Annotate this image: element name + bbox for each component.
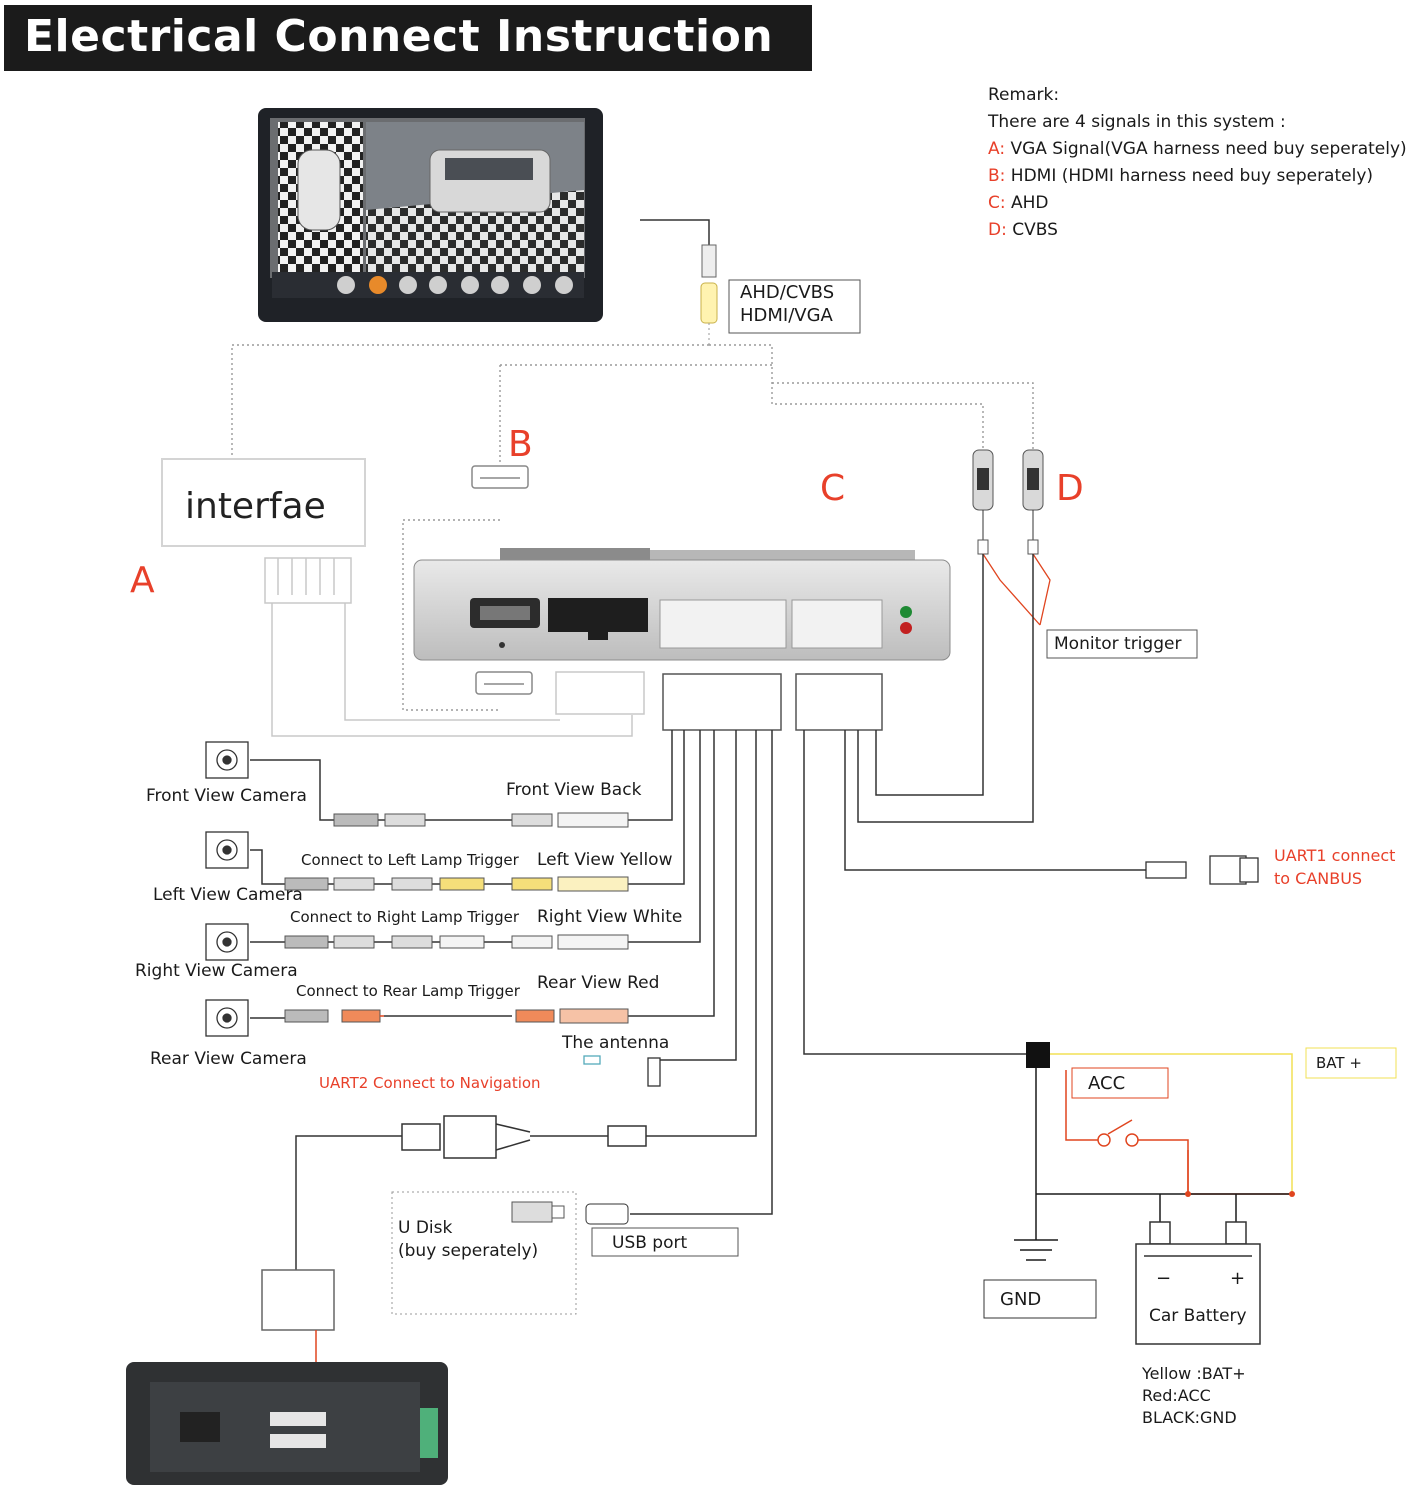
right-camera-label: Right View Camera <box>135 961 298 981</box>
rear-camera-label: Rear View Camera <box>150 1049 307 1069</box>
interface-box: interfae <box>161 458 366 547</box>
left-camera-label: Left View Camera <box>153 885 303 905</box>
ground-junction <box>1026 1042 1050 1068</box>
remark-intro: There are 4 signals in this system : <box>988 112 1286 132</box>
title-bar: Electrical Connect Instruction <box>4 5 812 71</box>
rca-plugs <box>972 449 1044 555</box>
monitor-image <box>258 108 603 322</box>
u-disk-label-line2: (buy seperately) <box>398 1241 539 1261</box>
gnd-box <box>983 1279 1097 1319</box>
remark-signal-c: C: AHD <box>988 193 1049 213</box>
plug-connectors <box>284 812 629 1024</box>
monitor-trigger-box <box>1046 629 1198 659</box>
signal-letter-b: B <box>508 424 533 465</box>
uart1-label-line2: to CANBUS <box>1274 869 1363 888</box>
uart2-harness <box>261 1115 647 1420</box>
control-box <box>413 548 951 661</box>
bat-plus-box <box>1305 1047 1397 1079</box>
uart1-label-line1: UART1 connect <box>1274 846 1396 865</box>
bat-junction <box>1289 1191 1295 1197</box>
vga-interface-connector <box>264 557 645 737</box>
usb-port-label: USB port <box>612 1233 688 1253</box>
gnd-label: GND <box>1000 1289 1042 1310</box>
acc-junction <box>1185 1191 1191 1197</box>
right-lead-label: Right View White <box>537 907 683 927</box>
car-battery-label: Car Battery <box>1149 1306 1247 1326</box>
cvbs-wires <box>803 554 1146 1055</box>
battery-plus-label: + <box>1230 1268 1246 1289</box>
wire-legend-black: BLACK:GND <box>1142 1408 1237 1427</box>
rear-lead-label: Rear View Red <box>537 973 660 993</box>
antenna <box>583 1055 661 1087</box>
car-battery-icon <box>1135 1221 1261 1345</box>
signal-routes <box>231 344 1034 711</box>
rear-lamp-trigger-label: Connect to Rear Lamp Trigger <box>296 982 520 1000</box>
wire-legend-red: Red:ACC <box>1142 1386 1211 1405</box>
left-lead-label: Left View Yellow <box>537 850 673 870</box>
monitor-trigger-wires <box>982 553 1051 626</box>
acc-label: ACC <box>1088 1073 1126 1094</box>
camera-icons <box>205 741 249 1037</box>
battery-minus-label: − <box>1156 1268 1172 1289</box>
bat-plus-label: BAT + <box>1316 1054 1362 1072</box>
power-wires <box>1014 1053 1293 1261</box>
signal-letter-a: A <box>130 560 155 601</box>
acc-switch-icon <box>1097 1119 1139 1147</box>
monitor-trigger-label: Monitor trigger <box>1054 634 1182 654</box>
acc-box <box>1071 1067 1169 1099</box>
camera-wires <box>250 730 773 1215</box>
wire-legend-yellow: Yellow :BAT+ <box>1142 1364 1246 1383</box>
front-lead-label: Front View Back <box>506 780 642 800</box>
monitor-input-label-box <box>728 279 861 334</box>
monitor-input-line1: AHD/CVBS <box>740 282 835 303</box>
interface-label: interfae <box>185 486 326 527</box>
signal-letter-c: C <box>820 468 846 509</box>
monitor-input-cable <box>640 219 718 345</box>
harness-connectors <box>662 673 883 731</box>
antenna-label: The antenna <box>562 1033 670 1053</box>
page-title: Electrical Connect Instruction <box>24 11 774 62</box>
remark-signal-d: D: CVBS <box>988 220 1058 240</box>
uart1-connector <box>1145 855 1259 885</box>
left-lamp-trigger-label: Connect to Left Lamp Trigger <box>301 851 519 869</box>
head-unit-back-image <box>126 1362 448 1485</box>
hdmi-connector-icon <box>471 465 533 695</box>
right-lamp-trigger-label: Connect to Right Lamp Trigger <box>290 908 520 926</box>
u-disk-label-line1: U Disk <box>398 1218 453 1238</box>
remark-heading: Remark: <box>988 85 1060 105</box>
remark-block: Remark: There are 4 signals in this syst… <box>988 82 1407 244</box>
uart2-label: UART2 Connect to Navigation <box>319 1074 541 1092</box>
signal-letter-d: D <box>1056 468 1084 509</box>
remark-signal-a: A: VGA Signal(VGA harness need buy seper… <box>988 139 1407 159</box>
remark-signal-b: B: HDMI (HDMI harness need buy seperatel… <box>988 166 1374 186</box>
monitor-input-line2: HDMI/VGA <box>740 305 833 326</box>
u-disk <box>391 1191 577 1315</box>
usb-port <box>585 1203 739 1257</box>
front-camera-label: Front View Camera <box>146 786 307 806</box>
